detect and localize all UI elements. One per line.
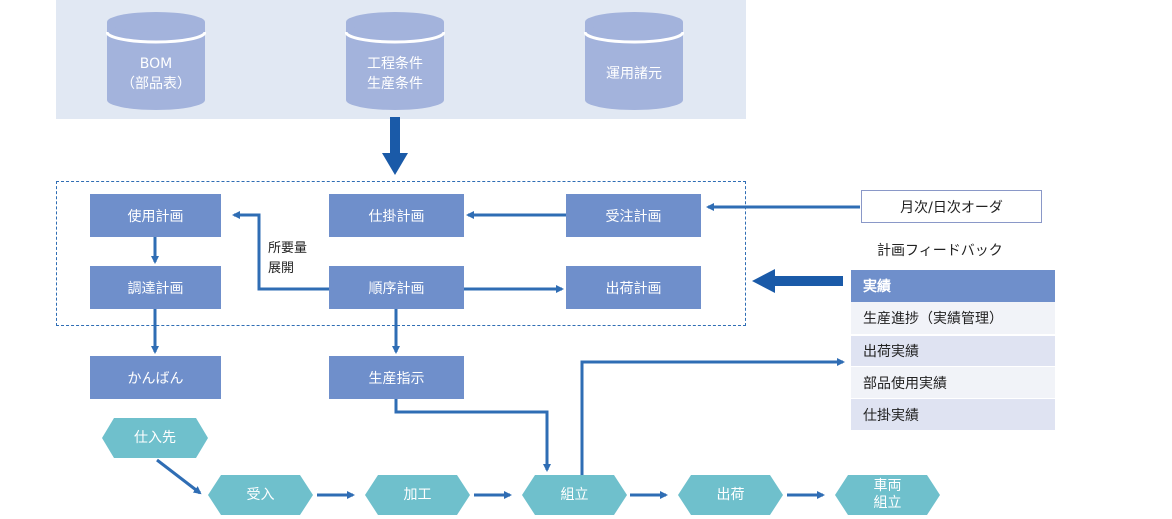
processing-hexagon	[365, 475, 470, 515]
planning-region	[56, 181, 746, 326]
supplier-label: 仕入先	[134, 429, 176, 446]
arrow-assembly-to-feedback	[580, 358, 845, 476]
bom-database-label: BOM （部品表）	[121, 56, 191, 92]
feedback-row: 仕掛実績	[851, 399, 1055, 430]
vehicle-assembly-label: 車両 組立	[873, 478, 902, 511]
vehicle-assembly-hexagon	[835, 475, 940, 515]
feedback-title: 計画フィードバック	[877, 243, 1003, 259]
procurement-plan-box: 調達計画	[90, 266, 221, 309]
feedback-row: 部品使用実績	[851, 367, 1055, 398]
receive-hexagon	[208, 475, 313, 515]
sequence-plan-box: 順序計画	[329, 266, 464, 309]
receive-label: 受入	[246, 486, 275, 503]
shipment-label: 出荷	[716, 486, 745, 503]
feedback-arrow	[752, 269, 843, 293]
assembly-label: 組立	[560, 486, 589, 503]
operation-specs-label: 運用諸元	[606, 66, 662, 82]
database-icon	[344, 12, 446, 110]
database-icon	[583, 12, 685, 110]
feedback-header: 実績	[851, 270, 1055, 302]
operation-specs-database: 運用諸元	[583, 10, 685, 110]
production-instruction-box: 生産指示	[329, 356, 464, 399]
assembly-hexagon	[522, 475, 627, 515]
arrow-instruction-to-assembly	[394, 399, 551, 472]
process-conditions-label: 工程条件 生産条件	[367, 56, 423, 92]
monthly-daily-order-box: 月次/日次オーダ	[861, 190, 1042, 223]
feedback-row: 生産進捗（実績管理）	[851, 302, 1055, 334]
shipping-plan-box: 出荷計画	[566, 266, 701, 309]
feedback-row: 出荷実績	[851, 336, 1055, 366]
order-plan-box: 受注計画	[566, 194, 701, 237]
kanban-box: かんばん	[90, 356, 221, 399]
process-conditions-database: 工程条件 生産条件	[344, 10, 446, 110]
requirement-expansion-label: 所要量 展開	[268, 241, 308, 276]
shipment-hexagon	[678, 475, 783, 515]
arrow-supplier-to-receive	[156, 458, 202, 495]
usage-plan-box: 使用計画	[90, 194, 221, 237]
processing-label: 加工	[403, 486, 432, 503]
arrow-sequence-to-usage	[232, 211, 329, 291]
supplier-hexagon	[102, 418, 208, 458]
database-icon	[105, 12, 207, 110]
intermediate-plan-box: 仕掛計画	[329, 194, 464, 237]
bom-database: BOM （部品表）	[105, 10, 207, 110]
big-down-arrow	[382, 117, 408, 175]
